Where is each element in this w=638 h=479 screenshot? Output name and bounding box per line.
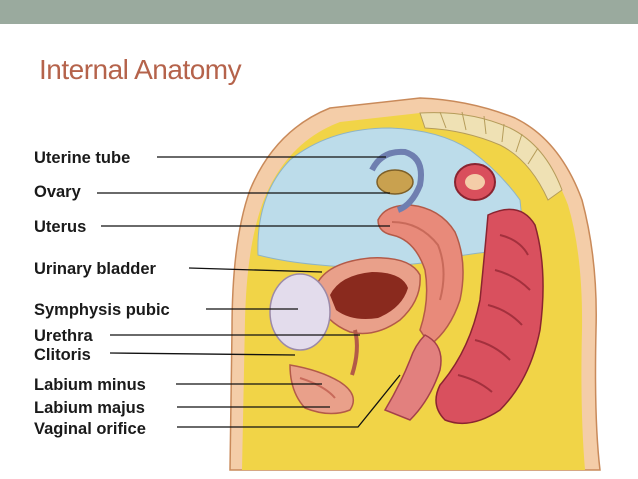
- leader-clitoris: [109, 352, 296, 356]
- label-urethra: Urethra: [34, 327, 94, 345]
- uterine-tube: [369, 148, 424, 213]
- vertebrae: [439, 111, 539, 165]
- label-symphysis-pubic: Symphysis pubic: [34, 301, 170, 319]
- leader-vaginal-orifice: [177, 374, 401, 428]
- sacrum: [419, 112, 563, 201]
- labia: [289, 364, 355, 415]
- rectum-folds: [457, 234, 531, 393]
- leader-bladder: [188, 267, 323, 273]
- slide-title: Internal Anatomy: [39, 54, 242, 85]
- symphysis: [269, 273, 331, 351]
- label-urinary-bladder: Urinary bladder: [34, 260, 157, 278]
- ovary: [376, 169, 414, 195]
- labels: Uterine tube Ovary Uterus Urinary bladde…: [34, 149, 170, 438]
- urethra: [350, 329, 359, 376]
- leader-lines: [97, 156, 401, 428]
- label-clitoris: Clitoris: [34, 346, 91, 364]
- bladder-lumen: [330, 272, 408, 319]
- label-uterus: Uterus: [34, 218, 86, 236]
- uterus: [377, 204, 464, 347]
- rectum: [435, 208, 544, 425]
- top-accent-bar: [0, 0, 638, 24]
- label-labium-minus: Labium minus: [34, 376, 146, 394]
- label-uterine-tube: Uterine tube: [34, 149, 130, 167]
- label-ovary: Ovary: [34, 183, 82, 201]
- vagina: [383, 334, 442, 421]
- label-vaginal-orifice: Vaginal orifice: [34, 420, 146, 438]
- label-labium-majus: Labium majus: [34, 399, 145, 417]
